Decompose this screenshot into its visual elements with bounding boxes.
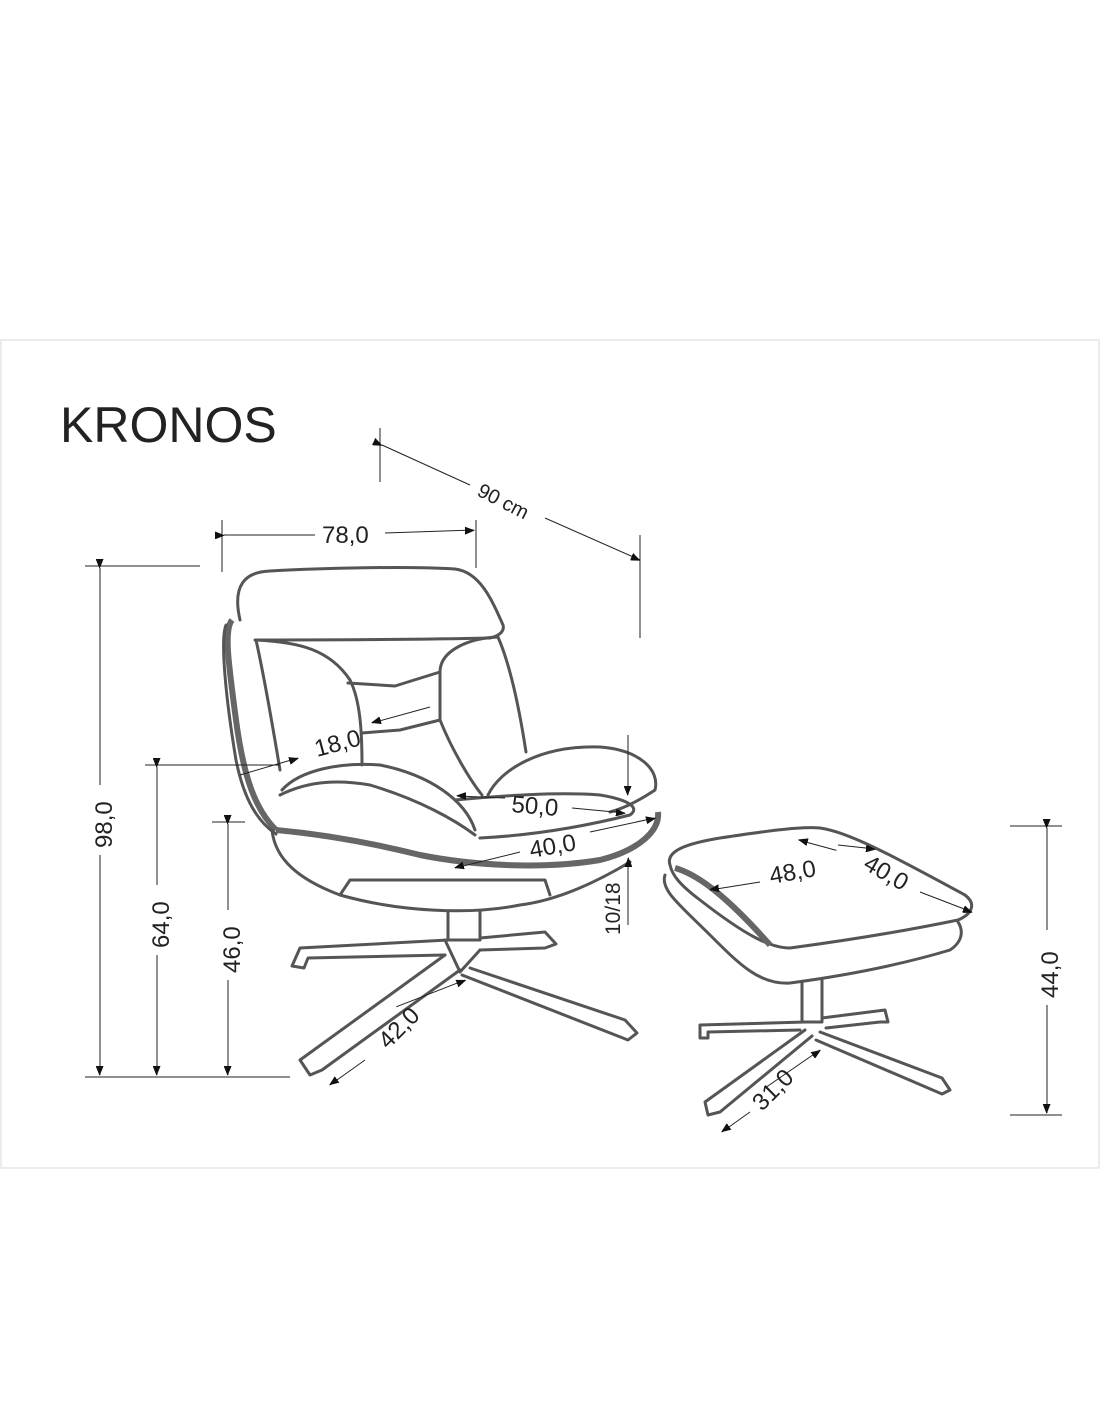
chair-backrest-thickness-label: 18,0 [312, 725, 364, 763]
armchair-drawing [222, 566, 662, 1077]
product-title: KRONOS [60, 397, 277, 453]
chair-depth-total-label: 90 cm [474, 480, 533, 524]
chair-base-leg-label: 42,0 [373, 1002, 425, 1054]
chair-seat-cushion-label: 10/18 [602, 882, 625, 935]
chair-seat-height-label: 46,0 [219, 926, 246, 973]
drawing-frame [0, 339, 1100, 1169]
ottoman-base-leg-label: 31,0 [747, 1064, 799, 1116]
ottoman-depth-label: 40,0 [859, 850, 913, 897]
chair-armrest-height-label: 64,0 [148, 901, 175, 948]
chair-seat-width-label: 50,0 [510, 791, 559, 822]
ottoman-height-label: 44,0 [1037, 951, 1064, 998]
chair-width-label: 78,0 [322, 522, 369, 549]
chair-height-total-label: 98,0 [91, 801, 118, 848]
dimension-lines [85, 428, 1062, 1133]
ottoman-drawing [662, 826, 974, 1117]
ottoman-width-label: 48,0 [767, 855, 818, 890]
